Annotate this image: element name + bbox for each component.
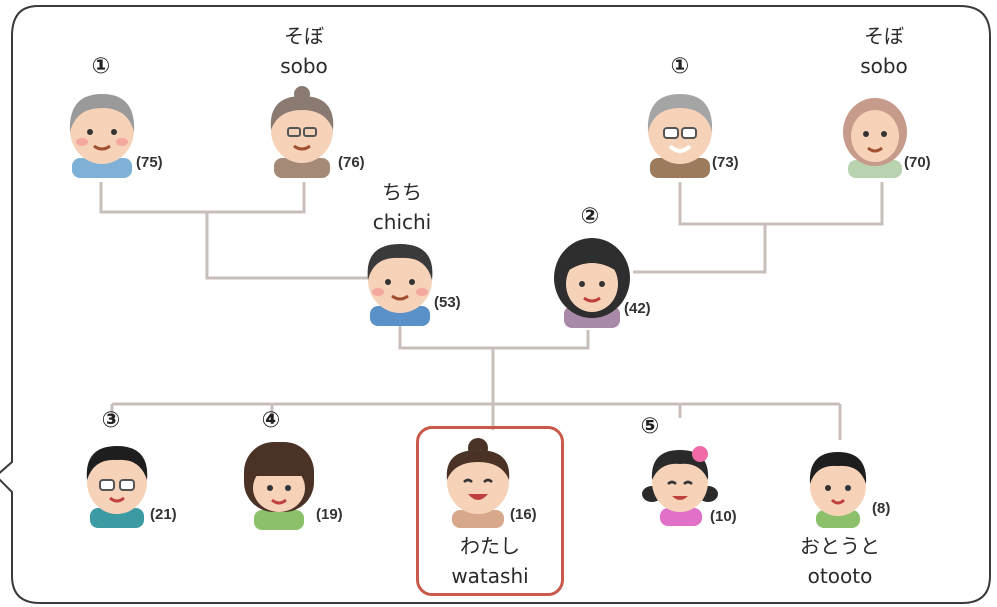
grandfather-maternal-avatar (647, 94, 713, 178)
marker-child-4: ⑤ (640, 414, 660, 439)
child-5-avatar (809, 452, 867, 528)
age-child-5: (8) (872, 500, 891, 517)
marker-child-2: ④ (261, 408, 281, 433)
label-romaji-chichi: chichi (372, 210, 432, 234)
age-self: (16) (510, 506, 537, 523)
grandmother-paternal-avatar (270, 86, 334, 178)
age-child-4: (10) (710, 508, 737, 525)
child-1-avatar (86, 446, 148, 528)
grandfather-paternal-avatar (69, 94, 135, 178)
label-romaji-watashi: watashi (451, 564, 529, 588)
grandmother-maternal-avatar (843, 98, 907, 178)
child-2-avatar (244, 442, 314, 530)
label-jp-sobo-paternal: そぼ (284, 24, 324, 48)
age-gp-paternal-female: (76) (338, 154, 365, 171)
label-jp-chichi: ちち (382, 180, 422, 204)
age-mother: (42) (624, 300, 651, 317)
child-4-avatar (642, 446, 718, 526)
label-jp-otooto: おとうと (800, 534, 880, 558)
marker-child-1: ③ (101, 408, 121, 433)
speech-bubble-outline (0, 5, 991, 604)
label-jp-sobo-maternal: そぼ (864, 24, 904, 48)
label-romaji-sobo-paternal: sobo (280, 54, 328, 78)
mother-avatar (554, 238, 630, 328)
age-gp-maternal-female: (70) (904, 154, 931, 171)
label-romaji-otooto: otooto (807, 564, 873, 588)
marker-mother: ② (580, 204, 600, 229)
age-child-1: (21) (150, 506, 177, 523)
age-gp-maternal-male: (73) (712, 154, 739, 171)
age-gp-paternal-male: (75) (136, 154, 163, 171)
marker-gp-maternal-male: ① (670, 54, 690, 79)
marker-gp-paternal-male: ① (91, 54, 111, 79)
father-avatar (367, 244, 433, 326)
age-child-2: (19) (316, 506, 343, 523)
self-avatar (446, 438, 510, 528)
label-jp-watashi: わたし (460, 534, 520, 558)
label-romaji-sobo-maternal: sobo (860, 54, 908, 78)
family-tree-lines (99, 182, 884, 440)
self-highlight-box (416, 426, 564, 596)
age-father: (53) (434, 294, 461, 311)
